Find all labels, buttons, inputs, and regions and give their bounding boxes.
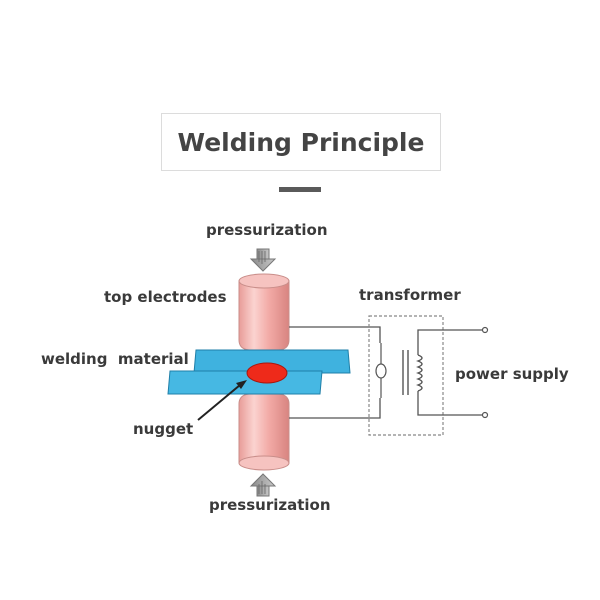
- page-title: Welding Principle: [177, 127, 425, 157]
- label-power-supply: power supply: [455, 365, 569, 383]
- label-pressurization-bottom: pressurization: [209, 496, 331, 514]
- terminal-bottom: [481, 411, 489, 419]
- welding-plates: [167, 349, 351, 395]
- title-underline: [279, 187, 321, 192]
- label-top-electrodes: top electrodes: [104, 288, 227, 306]
- top-electrode: [238, 273, 290, 351]
- transformer-box: [368, 315, 444, 436]
- nugget-pointer-arrow: [197, 380, 247, 421]
- bottom-electrode: [238, 393, 290, 471]
- terminal-top: [481, 326, 489, 334]
- label-nugget: nugget: [133, 420, 193, 438]
- circuit-wires: [289, 326, 381, 419]
- bottom-pressurization-arrow: [249, 473, 277, 497]
- top-pressurization-arrow: [249, 248, 277, 272]
- transformer: [368, 315, 489, 436]
- label-transformer: transformer: [359, 286, 461, 304]
- label-pressurization-top: pressurization: [206, 221, 328, 239]
- title-box: Welding Principle: [161, 113, 441, 171]
- label-welding-material: welding material: [41, 350, 189, 368]
- nugget-shape: [246, 362, 288, 384]
